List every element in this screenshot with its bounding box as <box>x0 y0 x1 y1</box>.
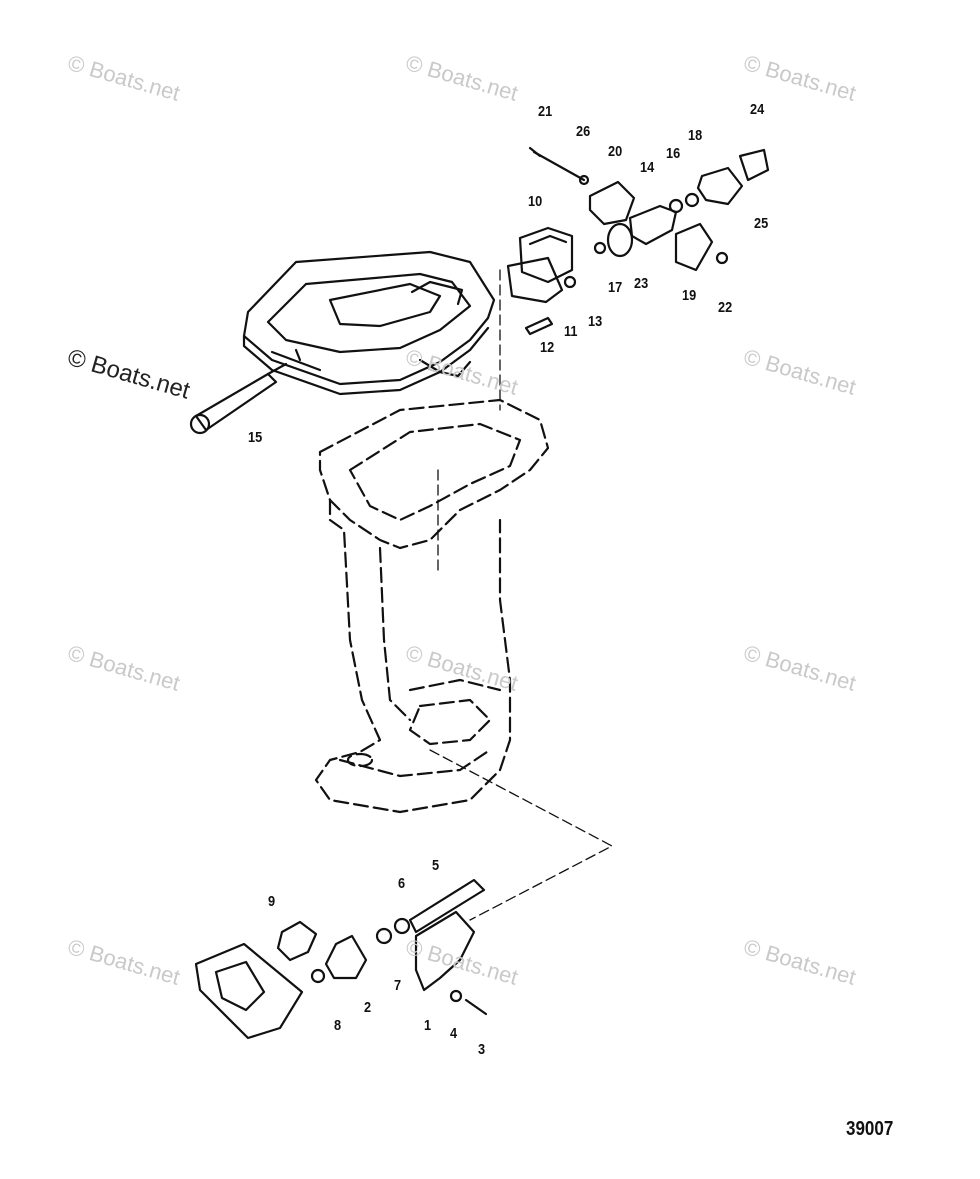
callout-7[interactable]: 7 <box>394 977 402 994</box>
callout-21[interactable]: 21 <box>538 103 553 120</box>
callout-11[interactable]: 11 <box>564 323 578 340</box>
callout-13[interactable]: 13 <box>588 313 603 330</box>
callout-6[interactable]: 6 <box>398 875 406 892</box>
callout-22[interactable]: 22 <box>718 299 733 316</box>
callout-23[interactable]: 23 <box>634 275 649 292</box>
callout-20[interactable]: 20 <box>608 143 623 160</box>
leader-lines <box>429 269 613 921</box>
callout-2[interactable]: 2 <box>364 999 372 1016</box>
lower-mount-parts <box>194 878 488 1040</box>
callout-9[interactable]: 9 <box>268 893 276 910</box>
upper-mount-parts <box>528 146 770 272</box>
callout-8[interactable]: 8 <box>334 1017 342 1034</box>
callout-25[interactable]: 25 <box>754 215 769 232</box>
callout-5[interactable]: 5 <box>432 857 440 874</box>
callout-16[interactable]: 16 <box>666 145 681 162</box>
callout-10[interactable]: 10 <box>528 193 543 210</box>
swivel-bracket-frame <box>242 250 496 396</box>
callout-12[interactable]: 12 <box>540 339 555 356</box>
callout-17[interactable]: 17 <box>608 279 623 296</box>
diagram-reference-number: 39007 <box>846 1118 894 1140</box>
mount-bracket-assembly <box>506 226 577 336</box>
callout-15[interactable]: 15 <box>248 429 263 446</box>
callout-19[interactable]: 19 <box>682 287 697 304</box>
callout-26[interactable]: 26 <box>576 123 591 140</box>
driveshaft-housing <box>314 398 550 814</box>
callout-3[interactable]: 3 <box>478 1041 486 1058</box>
callout-14[interactable]: 14 <box>640 159 655 176</box>
pivot-pin <box>189 362 288 435</box>
callout-4[interactable]: 4 <box>450 1025 458 1042</box>
callout-1[interactable]: 1 <box>424 1017 432 1034</box>
callout-24[interactable]: 24 <box>750 101 765 118</box>
callout-18[interactable]: 18 <box>688 127 703 144</box>
